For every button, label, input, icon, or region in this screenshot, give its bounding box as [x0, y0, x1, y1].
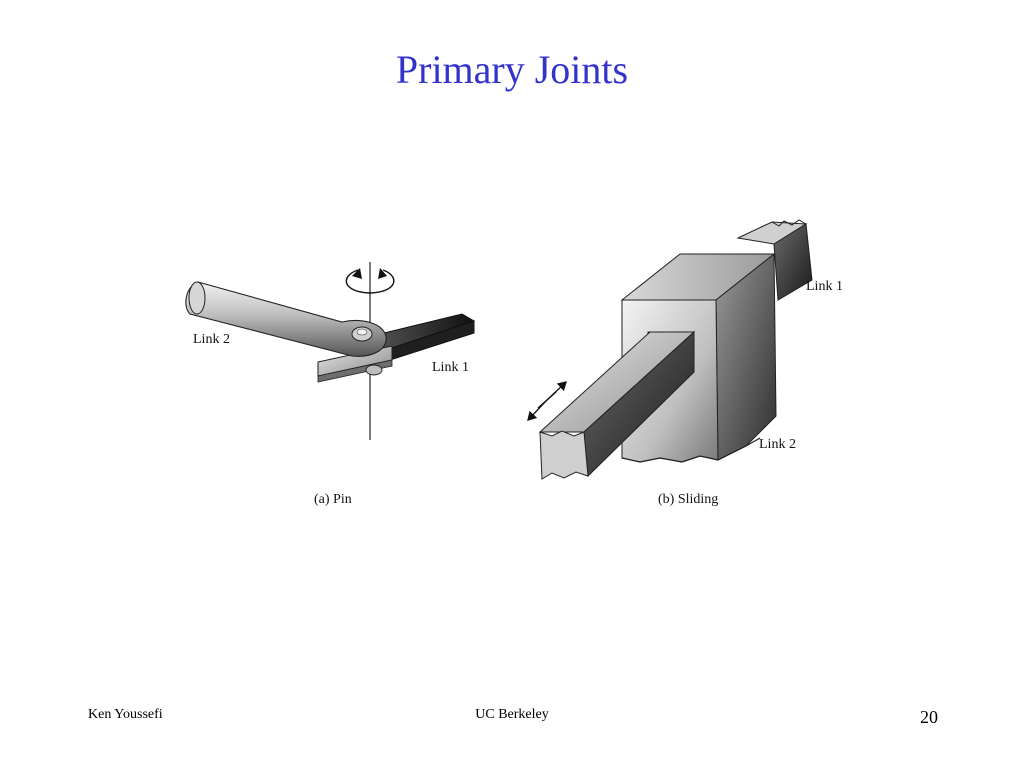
pin-link-1-label: Link 1 [432, 360, 469, 375]
pin-caption: (a) Pin [314, 492, 352, 507]
sliding-link-2-label: Link 2 [759, 437, 796, 452]
page-number: 20 [920, 707, 938, 727]
rotation-arrow-icon [345, 269, 395, 294]
pin-joint-illustration: Link 2 Link 1 (a) Pin [185, 262, 476, 507]
sliding-link-1-label: Link 1 [806, 279, 843, 294]
sliding-joint-illustration: Link 1 Link 2 (b) Sliding [527, 219, 843, 507]
sliding-bar-end [539, 430, 589, 480]
footer-institution: UC Berkeley [475, 707, 549, 722]
pin-link-2-rod [185, 281, 387, 357]
sliding-caption: (b) Sliding [658, 492, 718, 507]
footer-author: Ken Youssefi [88, 707, 163, 722]
pin-link-2-label: Link 2 [193, 332, 230, 347]
slide-title: Primary Joints [395, 47, 629, 92]
